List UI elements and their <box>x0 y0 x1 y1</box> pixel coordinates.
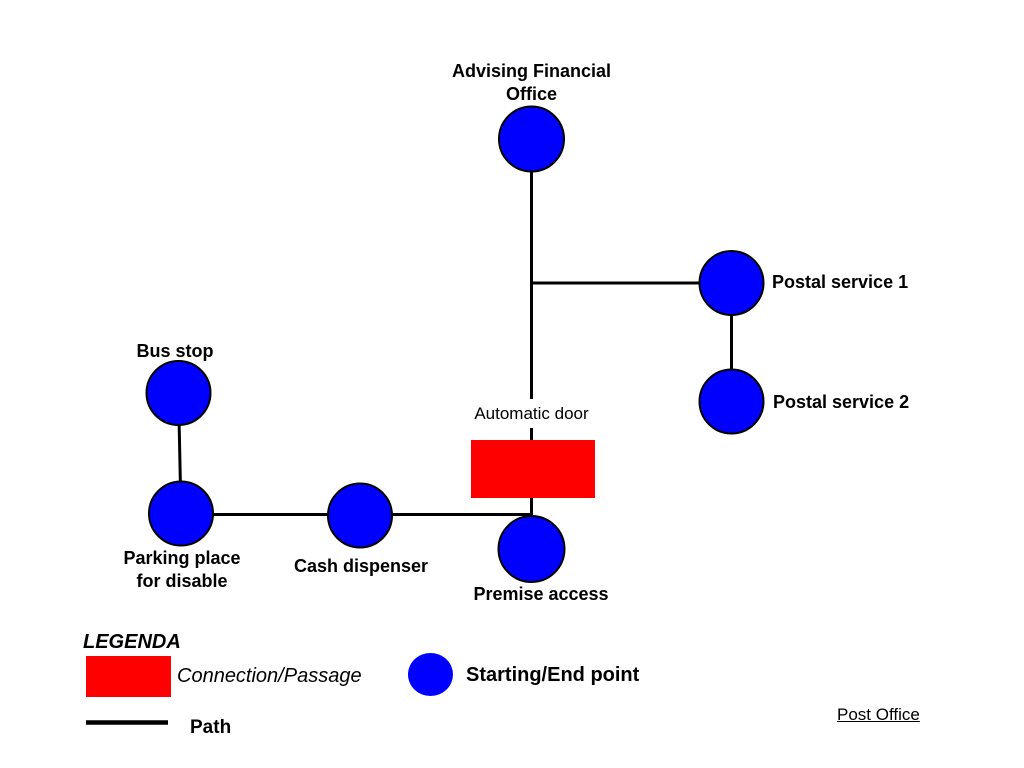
label-cash-dispenser: Cash dispenser <box>293 556 429 576</box>
automatic-door-rect <box>471 440 595 498</box>
legend-connection-label: Connection/Passage <box>177 665 362 687</box>
node-cash-dispenser-icon <box>327 482 393 549</box>
label-line: Advising Financial <box>451 61 612 81</box>
footer-post-office-link[interactable]: Post Office <box>837 705 920 724</box>
node-premise-access-icon <box>497 515 566 583</box>
label-line: Parking place <box>123 548 241 568</box>
node-circles <box>145 105 765 583</box>
legend-point-label: Starting/End point <box>466 664 640 686</box>
legend-point-swatch-icon <box>408 653 453 696</box>
node-parking-place-icon <box>148 480 214 547</box>
node-postal-service-1-icon <box>698 250 765 316</box>
label-line: for disable <box>136 571 228 591</box>
label-line: Office <box>505 84 557 104</box>
legend-swatches <box>86 653 453 725</box>
node-postal-service-2-icon <box>698 368 765 435</box>
legend-title: LEGENDA <box>83 631 181 653</box>
label-premise-access: Premise access <box>473 584 609 604</box>
legend-connection-swatch-icon <box>86 656 171 697</box>
legend-path-label: Path <box>190 717 232 738</box>
node-bus-stop-icon <box>145 360 212 426</box>
label-advising-financial-office: Advising Financial Office <box>401 60 662 106</box>
label-parking-place: Parking place for disable <box>82 547 282 593</box>
label-bus-stop: Bus stop <box>136 341 214 361</box>
label-automatic-door: Automatic door <box>460 399 603 428</box>
label-postal-service-2: Postal service 2 <box>773 392 910 412</box>
node-advising-financial-office-icon <box>498 105 565 173</box>
path-lines <box>177 139 733 549</box>
label-postal-service-1: Postal service 1 <box>772 272 909 292</box>
